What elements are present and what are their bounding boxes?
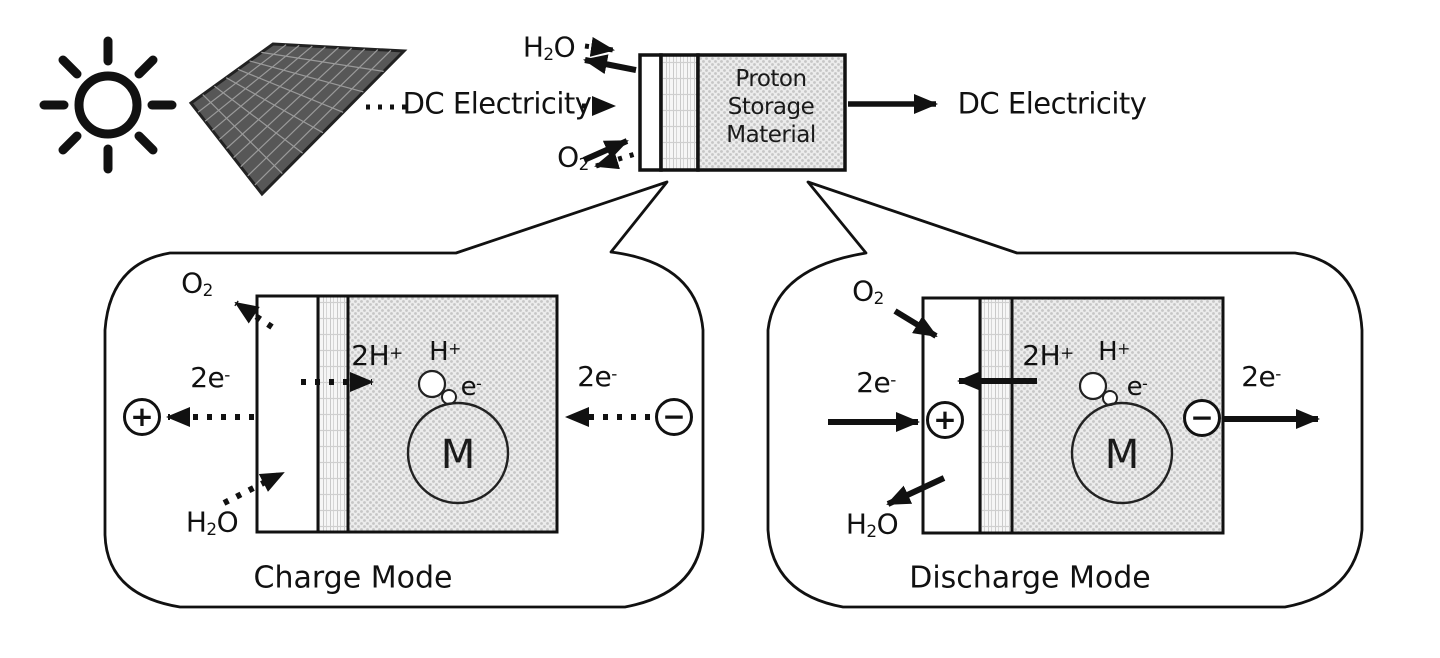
- charge-membrane: [316, 294, 350, 534]
- dc-electricity-input-label: DC Electricity: [402, 86, 592, 121]
- device-label-line1: Proton: [735, 66, 807, 92]
- device-label-line2: Storage: [727, 94, 815, 120]
- discharge-storage: [1010, 296, 1225, 535]
- discharge-membrane: [978, 296, 1014, 535]
- discharge-metal-label: M: [1104, 432, 1140, 478]
- h2o-top-label: H2O: [522, 30, 576, 64]
- charge-e-ion-label: e-: [460, 372, 482, 402]
- charge-2h-label: 2H+: [351, 339, 403, 372]
- o2-top-label: O2: [557, 140, 589, 174]
- discharge-h-ion-label: H+: [1098, 337, 1130, 367]
- discharge-negative-terminal-icon: −: [1183, 399, 1221, 437]
- charge-negative-terminal-icon: −: [655, 398, 693, 436]
- charge-h-ion-label: H+: [429, 337, 461, 367]
- h2o-out-arrow: [583, 54, 637, 75]
- h2o-in-arrow: [584, 36, 615, 57]
- discharge-2h-label: 2H+: [1022, 339, 1074, 372]
- charge-positive-terminal-icon: +: [123, 398, 161, 436]
- dc-electricity-output-label: DC Electricity: [957, 86, 1147, 121]
- discharge-positive-terminal-icon: +: [926, 401, 964, 439]
- charge-cell: [255, 294, 559, 534]
- device-label-line3: Material: [726, 122, 816, 148]
- discharge-mode-caption: Discharge Mode: [909, 560, 1151, 596]
- charge-proton-circle: [417, 369, 447, 399]
- discharge-h2o-label: H2O: [845, 507, 899, 541]
- o2-out-arrow: [594, 148, 646, 170]
- discharge-h2o-out-arrow: [886, 475, 946, 507]
- discharge-o2-in-arrow: [893, 308, 938, 339]
- charge-electron-circle: [441, 389, 457, 405]
- charge-mode-caption: Charge Mode: [253, 560, 453, 596]
- discharge-cell: [921, 296, 1225, 535]
- device-storage: [696, 53, 847, 172]
- charge-o2-label: O2: [181, 266, 213, 300]
- charge-metal-label: M: [440, 432, 476, 478]
- charge-metal-circle: [406, 401, 510, 505]
- charge-2e-left-label: 2e-: [190, 361, 230, 394]
- discharge-metal-circle: [1070, 401, 1174, 505]
- discharge-e-ion-label: e-: [1126, 372, 1148, 402]
- device-membrane: [659, 53, 700, 172]
- sun-icon: [39, 36, 177, 174]
- discharge-o2-label: O2: [852, 274, 884, 308]
- charge-storage: [346, 294, 559, 534]
- charge-h2o-label: H2O: [185, 505, 239, 539]
- discharge-2e-left-label: 2e-: [856, 366, 896, 399]
- device-electrode: [638, 53, 663, 172]
- charge-2e-right-label: 2e-: [577, 360, 617, 393]
- storage-device: [638, 53, 847, 172]
- discharge-2e-right-label: 2e-: [1241, 360, 1281, 393]
- solar-panel-icon: [188, 42, 408, 197]
- discharge-proton-circle: [1078, 371, 1108, 401]
- charge-electrode: [255, 294, 320, 534]
